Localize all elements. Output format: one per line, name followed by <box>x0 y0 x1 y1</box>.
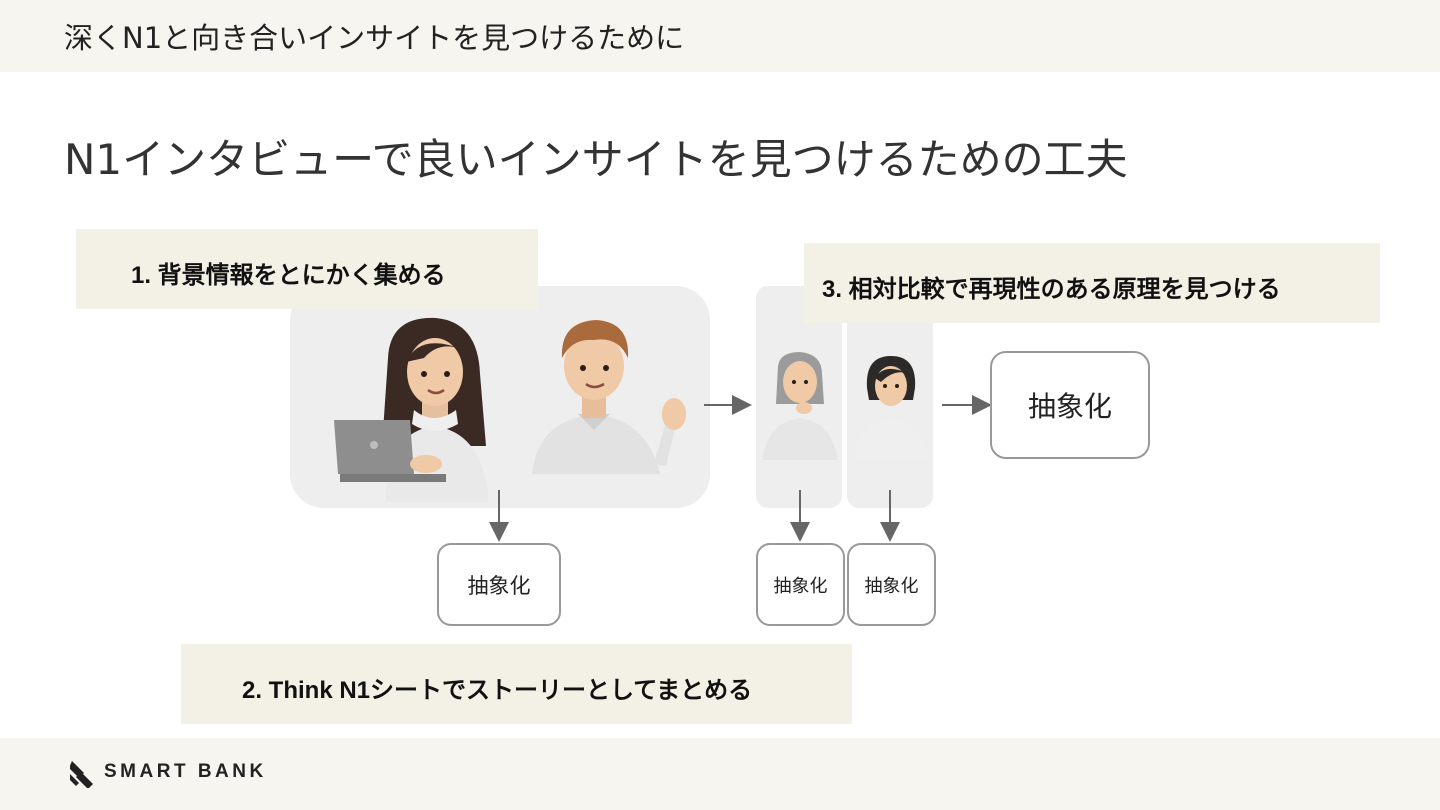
older-woman-thinking-illustration <box>762 352 838 460</box>
footer-bar <box>0 738 1440 810</box>
step3-text: 3. 相対比較で再現性のある原理を見つける <box>822 276 1281 303</box>
abstraction-large-label: 抽象化 <box>1027 390 1112 423</box>
step2-label <box>181 644 852 724</box>
brand-name: SMART BANK <box>104 761 267 782</box>
abstraction-mid2-label: 抽象化 <box>864 575 919 597</box>
abstraction-mid1-label: 抽象化 <box>773 575 828 597</box>
man-waving-illustration <box>532 320 686 474</box>
abstraction-box-mid2: 抽象化 <box>847 543 936 626</box>
abstraction-box-left: 抽象化 <box>437 543 561 626</box>
interview-card <box>290 286 710 508</box>
smartbank-logo-icon <box>70 761 93 788</box>
header-bar: 深くN1と向き合いインサイトを見つけるために <box>0 0 1440 72</box>
step1-text: 1. 背景情報をとにかく集める <box>131 262 446 289</box>
abstraction-box-mid1: 抽象化 <box>756 543 845 626</box>
abstraction-left-label: 抽象化 <box>467 573 531 598</box>
comparison-card-1 <box>756 286 842 508</box>
woman-with-laptop-illustration <box>334 317 488 502</box>
slide-title: N1インタビューで良いインサイトを見つけるための工夫 <box>64 135 1128 184</box>
step2-text: 2. Think N1シートでストーリーとしてまとめる <box>242 677 753 704</box>
abstraction-box-large: 抽象化 <box>990 351 1150 459</box>
woman-short-hair-illustration <box>853 356 929 460</box>
step3-label <box>804 243 1380 323</box>
comparison-card-2 <box>847 286 933 508</box>
header-title: 深くN1と向き合いインサイトを見つけるために <box>64 21 685 55</box>
step1-label <box>76 229 538 309</box>
